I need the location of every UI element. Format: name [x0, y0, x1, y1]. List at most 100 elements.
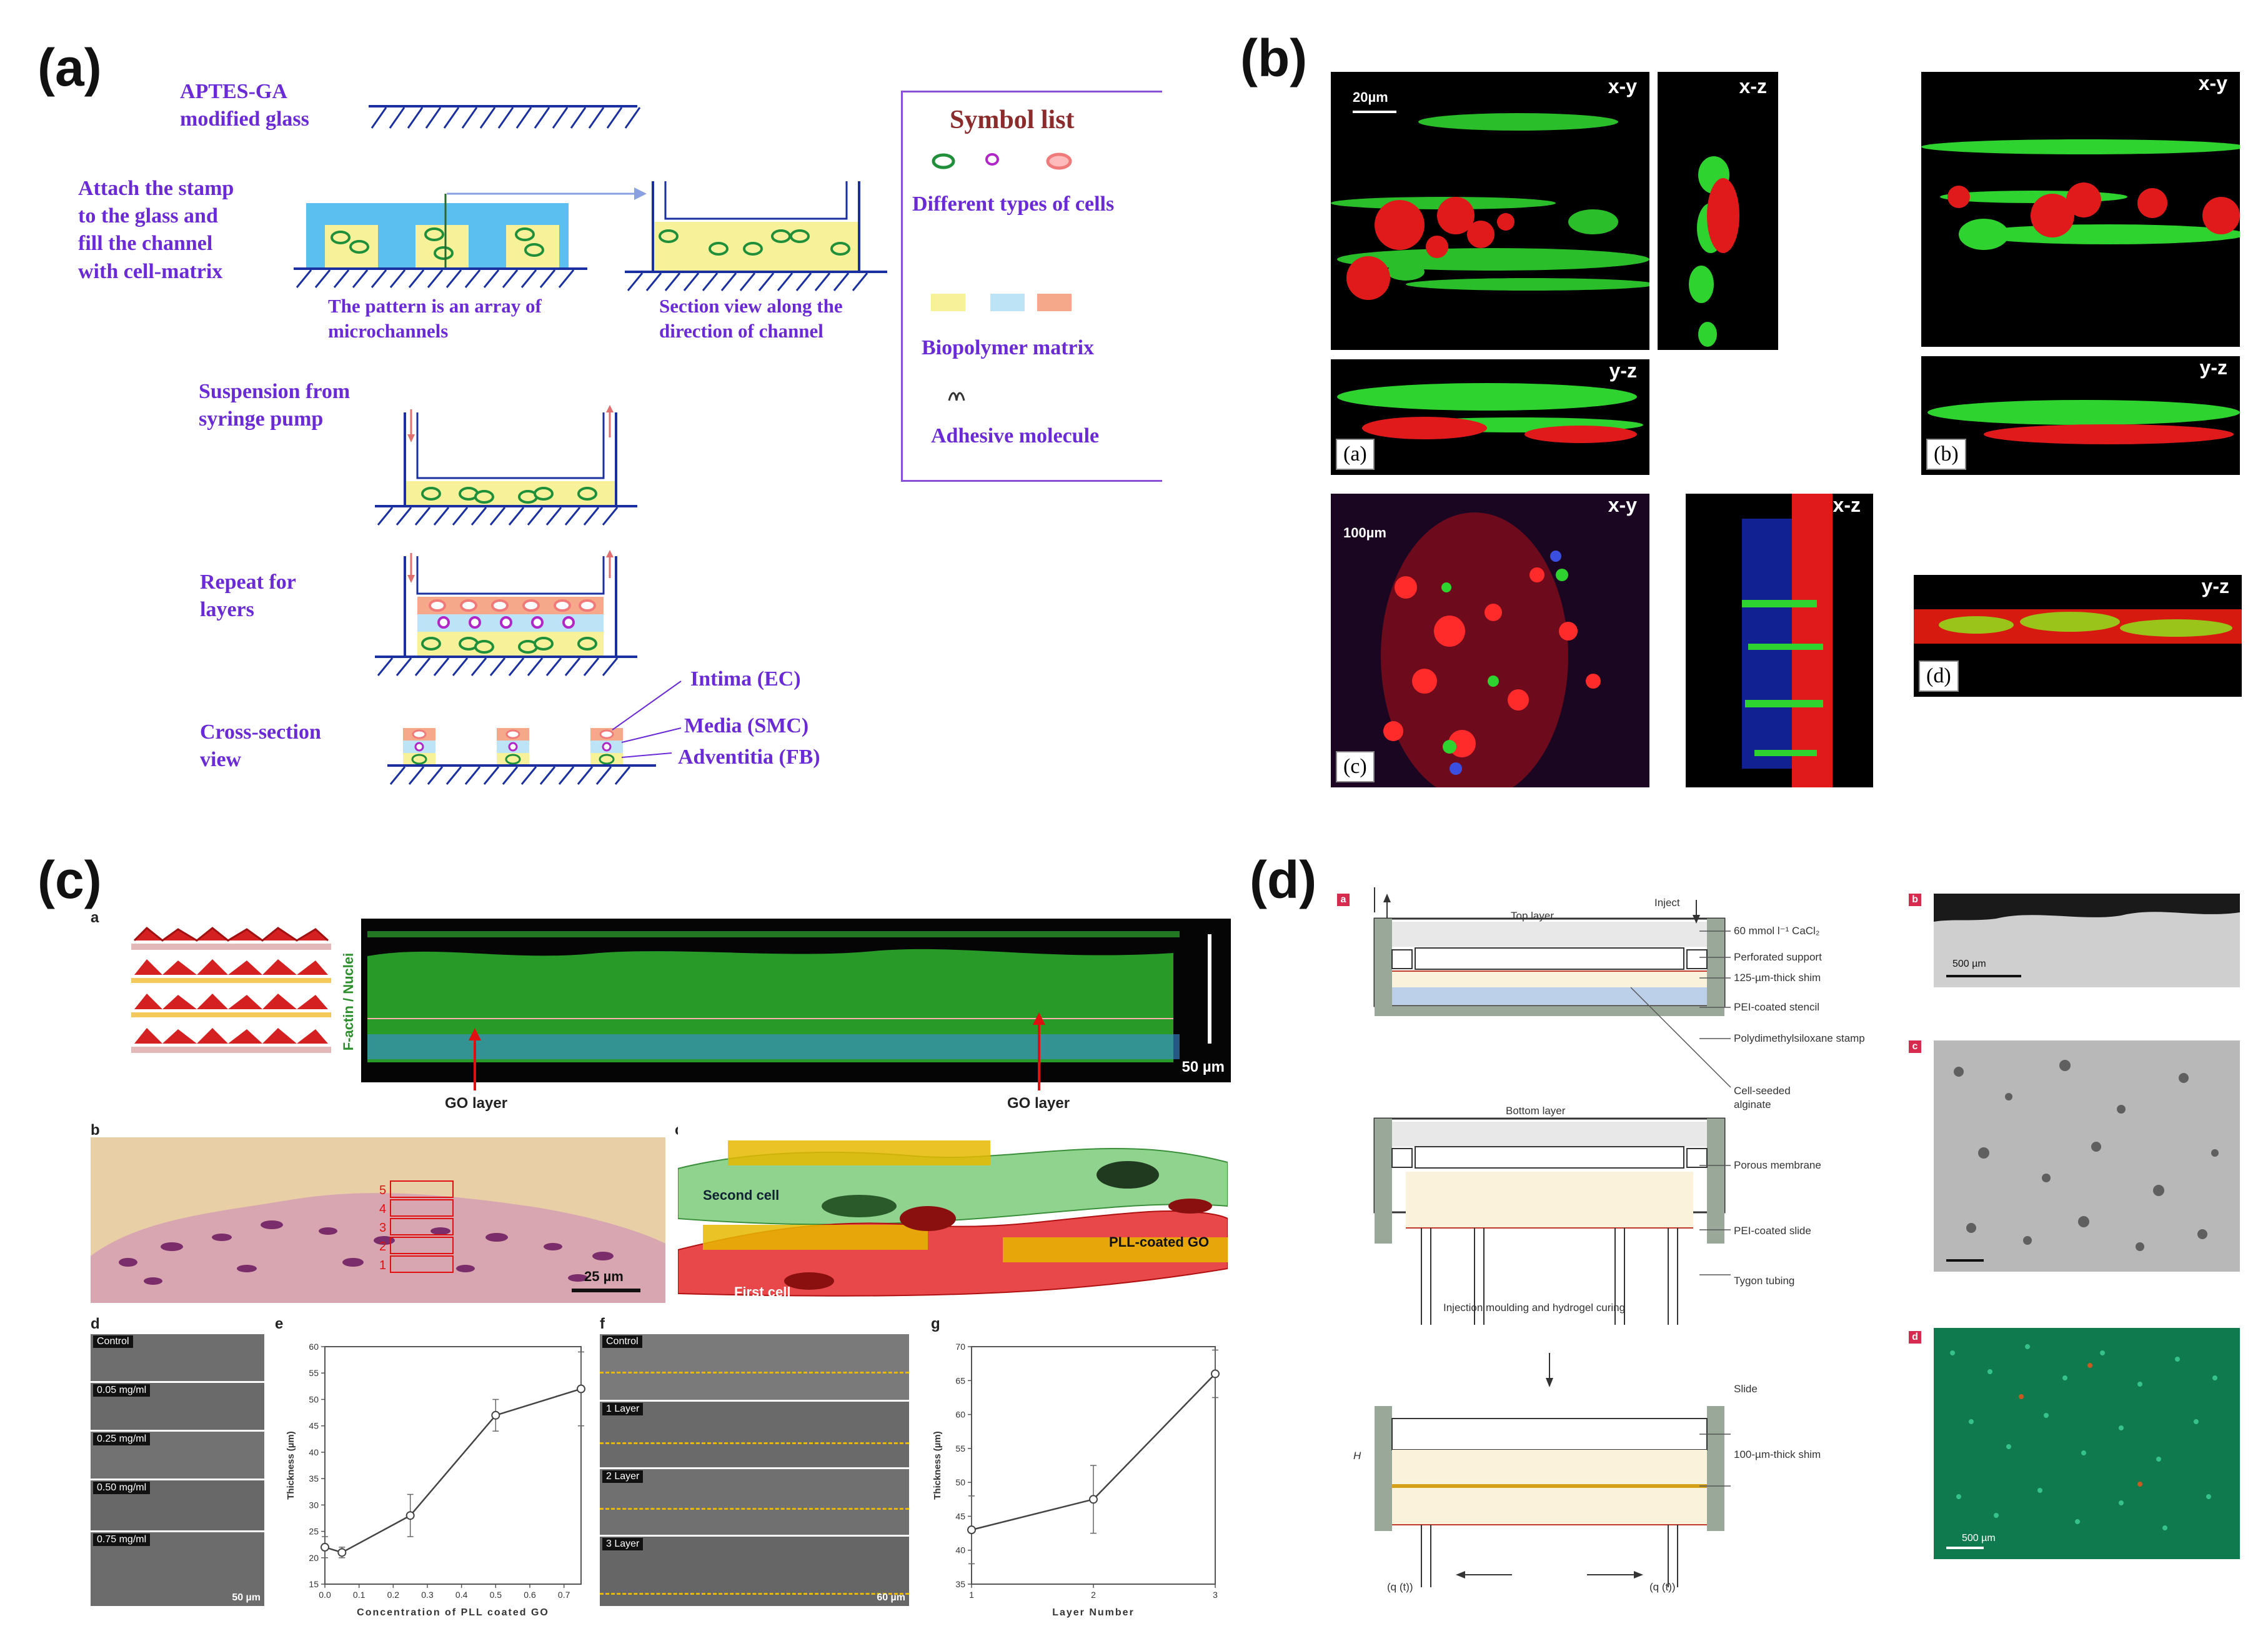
step3-line2: syringe pump [199, 407, 324, 431]
scale-label-50um: 50 µm [1181, 1059, 1225, 1075]
chart-e-data-point [491, 1410, 500, 1420]
chart-e-data-point [405, 1511, 415, 1520]
panel-c-f-letter: f [600, 1315, 605, 1332]
glass-hatch-1 [369, 105, 641, 129]
step1-label: APTES-GA modified glass [180, 78, 367, 133]
view-label-xz: x-z [1739, 75, 1767, 97]
layer-label-adventitia: Adventitia (FB) [678, 746, 820, 769]
label-cell-seeded-line1: Cell-seeded [1734, 1085, 1791, 1097]
layer-label-media: Media (SMC) [684, 714, 809, 737]
section-view [625, 181, 887, 291]
layer-number-4: 4 [379, 1202, 387, 1216]
first-cell-label: First cell [734, 1284, 791, 1300]
confocal-yz-b: y-z (b) [1921, 356, 2240, 475]
layer-number-1: 1 [379, 1259, 387, 1272]
chart-g-xlabel: Layer Number [1052, 1607, 1135, 1618]
chart-e-ytick-label: 15 [309, 1579, 319, 1589]
step2-line2: to the glass and [78, 204, 218, 228]
chart-e-xtick-label: 0.1 [353, 1590, 366, 1600]
chart-e-xlabel: Concentration of PLL coated GO [357, 1607, 549, 1618]
scale-label-d: 500 µm [1962, 1533, 1996, 1544]
chart-g-ytick-label: 70 [955, 1342, 965, 1352]
chart-e-data-point [321, 1542, 329, 1552]
step3-line1: Suspension from [199, 380, 351, 403]
step3-label: Suspension from syringe pump [199, 378, 350, 433]
chart-g-ytick-label: 55 [955, 1444, 965, 1454]
confocal-xy-b: x-y [1921, 72, 2240, 347]
layers-diagram [375, 550, 637, 676]
syringe-diagram [375, 405, 637, 526]
injection-caption: Injection moulding and hydrogel curing [1443, 1302, 1626, 1314]
label-pei-stencil: PEI-coated stencil [1734, 1001, 1820, 1013]
chart-g-ytick-label: 45 [955, 1511, 965, 1521]
inject-label: Inject [1654, 897, 1680, 909]
chart-e-data-point [337, 1548, 347, 1557]
arrow-to-section [447, 187, 647, 200]
stain-label-wrap: F-actin / Nuclei [336, 931, 361, 1075]
label-pei-slide: PEI-coated slide [1734, 1225, 1811, 1237]
step4-label: Repeat for layers [200, 569, 296, 624]
panel-c-e-letter: e [275, 1315, 284, 1332]
label-125um-shim: 125-µm-thick shim [1734, 972, 1821, 984]
chart-e-ytick-label: 50 [309, 1394, 319, 1404]
layer-label-intima: Intima (EC) [690, 667, 801, 691]
go-layer-label-right: GO layer [1007, 1095, 1070, 1112]
label-slide: Slide [1734, 1383, 1758, 1395]
panel-c-d-letter: d [91, 1315, 100, 1332]
chart-g-ytick-label: 65 [955, 1375, 965, 1385]
flow-label-left: (q (t)) [1387, 1581, 1413, 1593]
cross-section-diagram [387, 681, 682, 785]
chart-g-xtick-label: 3 [1213, 1590, 1218, 1600]
section-caption: Section view along the direction of chan… [659, 294, 843, 344]
chart-e-ytick-label: 45 [309, 1421, 319, 1431]
chart-g-ytick-label: 50 [955, 1477, 965, 1487]
device-schematic [1373, 887, 1731, 1587]
sem-layer-stack: Control 1 Layer 2 Layer 3 Layer 60 µm [600, 1334, 909, 1606]
histology-image: 5 4 3 2 1 25 µm [91, 1137, 665, 1303]
chart-e-ytick-label: 30 [309, 1500, 319, 1510]
sub-label-b: (b) [1926, 439, 1966, 470]
step5-label: Cross-section view [200, 719, 321, 774]
view-label-yz-d: y-z [2201, 575, 2229, 597]
sem-layer-1: 1 Layer [600, 1402, 909, 1467]
label-100um-shim: 100-µm-thick shim [1734, 1449, 1821, 1460]
chart-e-xtick-label: 0.0 [319, 1590, 331, 1600]
matrix-symbols [931, 294, 1072, 311]
panel-d-b-letter: b [1909, 894, 1921, 906]
label-cacl2: 60 mmol l⁻¹ CaCl₂ [1734, 925, 1820, 937]
step4-line2: layers [200, 598, 254, 622]
scale-label-25um: 25 µm [584, 1269, 624, 1284]
step4-line1: Repeat for [200, 571, 296, 594]
chart-g-data-point [1211, 1369, 1220, 1379]
sem-layer-control: Control [600, 1334, 909, 1400]
h-label: H [1353, 1450, 1361, 1462]
pattern-caption-line2: microchannels [328, 320, 449, 342]
adhesive-icon [948, 392, 965, 401]
symbol-matrix-label: Biopolymer matrix [922, 336, 1095, 359]
chart-e-series-line [324, 1388, 582, 1554]
micrograph-d: 500 µm [1934, 1328, 2240, 1559]
chart-e-data-point [577, 1384, 585, 1394]
layer-sheet-illustration [131, 926, 331, 1053]
confocal-yz-d: y-z (d) [1914, 575, 2242, 697]
sem-tile-075: 0.75 mg/ml 50 µm [91, 1532, 264, 1606]
chart-e-ylabel: Thickness (µm) [286, 1431, 296, 1500]
chart-e-ytick-label: 55 [309, 1368, 319, 1378]
view-label-xy-c: x-y [1608, 494, 1637, 516]
go-layer-arrow-left [469, 1028, 481, 1090]
scale-label-100: 100µm [1343, 525, 1386, 541]
symbol-adhesive-label: Adhesive molecule [931, 424, 1100, 447]
step2-label: Attach the stamp to the glass and fill t… [78, 175, 303, 286]
step2-line4: with cell-matrix [78, 259, 223, 283]
step5-line1: Cross-section [200, 721, 321, 744]
chart-g-ytick-label: 35 [955, 1579, 965, 1589]
view-label-xy: x-y [1608, 75, 1637, 97]
label-porous-membrane: Porous membrane [1734, 1159, 1821, 1171]
scale-label-b: 500 µm [1952, 959, 1986, 969]
micrograph-c [1934, 1040, 2240, 1272]
chart-g-ylabel: Thickness (µm) [932, 1431, 943, 1500]
layer-number-3: 3 [379, 1221, 387, 1235]
chart-e-xtick-label: 0.3 [421, 1590, 434, 1600]
panel-d-letter: (d) [1250, 850, 1317, 909]
